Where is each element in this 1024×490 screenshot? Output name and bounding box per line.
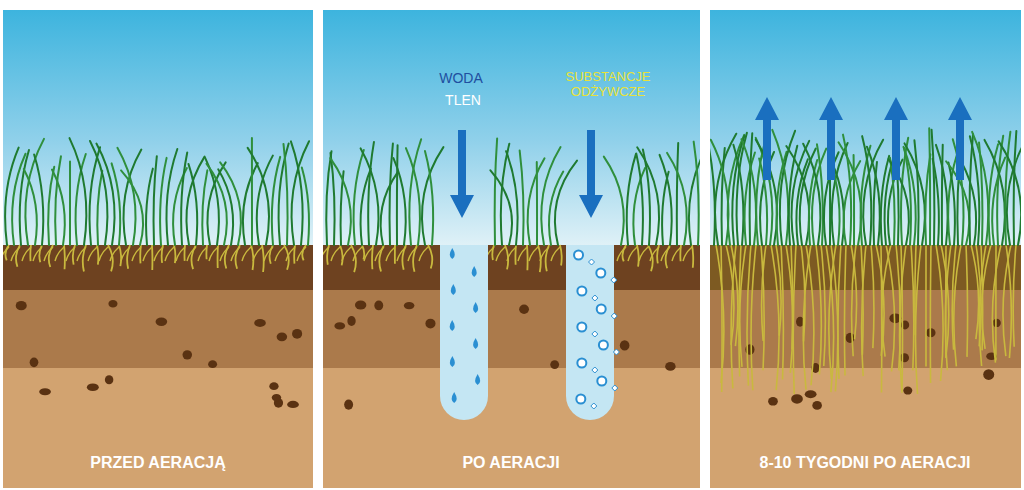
up-arrow (884, 97, 908, 180)
aeration-hole (440, 245, 488, 420)
up-arrow (755, 97, 779, 180)
nutrients-label: SUBSTANCJE ODŻYWCZE (553, 70, 663, 100)
panel-caption: 8-10 TYGODNI PO AERACJI (713, 454, 1018, 472)
oxygen-label: TLEN (423, 92, 503, 108)
panel-illustration (710, 10, 1021, 488)
panel-illustration (323, 10, 700, 488)
panel-caption: PRZED AERACJĄ (8, 454, 308, 472)
panel-illustration (3, 10, 313, 488)
up-arrow (819, 97, 843, 180)
down-arrow (450, 130, 474, 218)
water-label: WODA (421, 70, 501, 86)
down-arrow (579, 130, 603, 218)
aeration-panel: PRZED AERACJĄ (3, 10, 313, 488)
aeration-panel: 8-10 TYGODNI PO AERACJI (710, 10, 1021, 488)
aeration-panel: WODA TLEN SUBSTANCJE ODŻYWCZE PO AERACJI (323, 10, 700, 488)
panel-caption: PO AERACJI (331, 454, 691, 472)
up-arrow (948, 97, 972, 180)
aeration-hole (566, 245, 614, 420)
